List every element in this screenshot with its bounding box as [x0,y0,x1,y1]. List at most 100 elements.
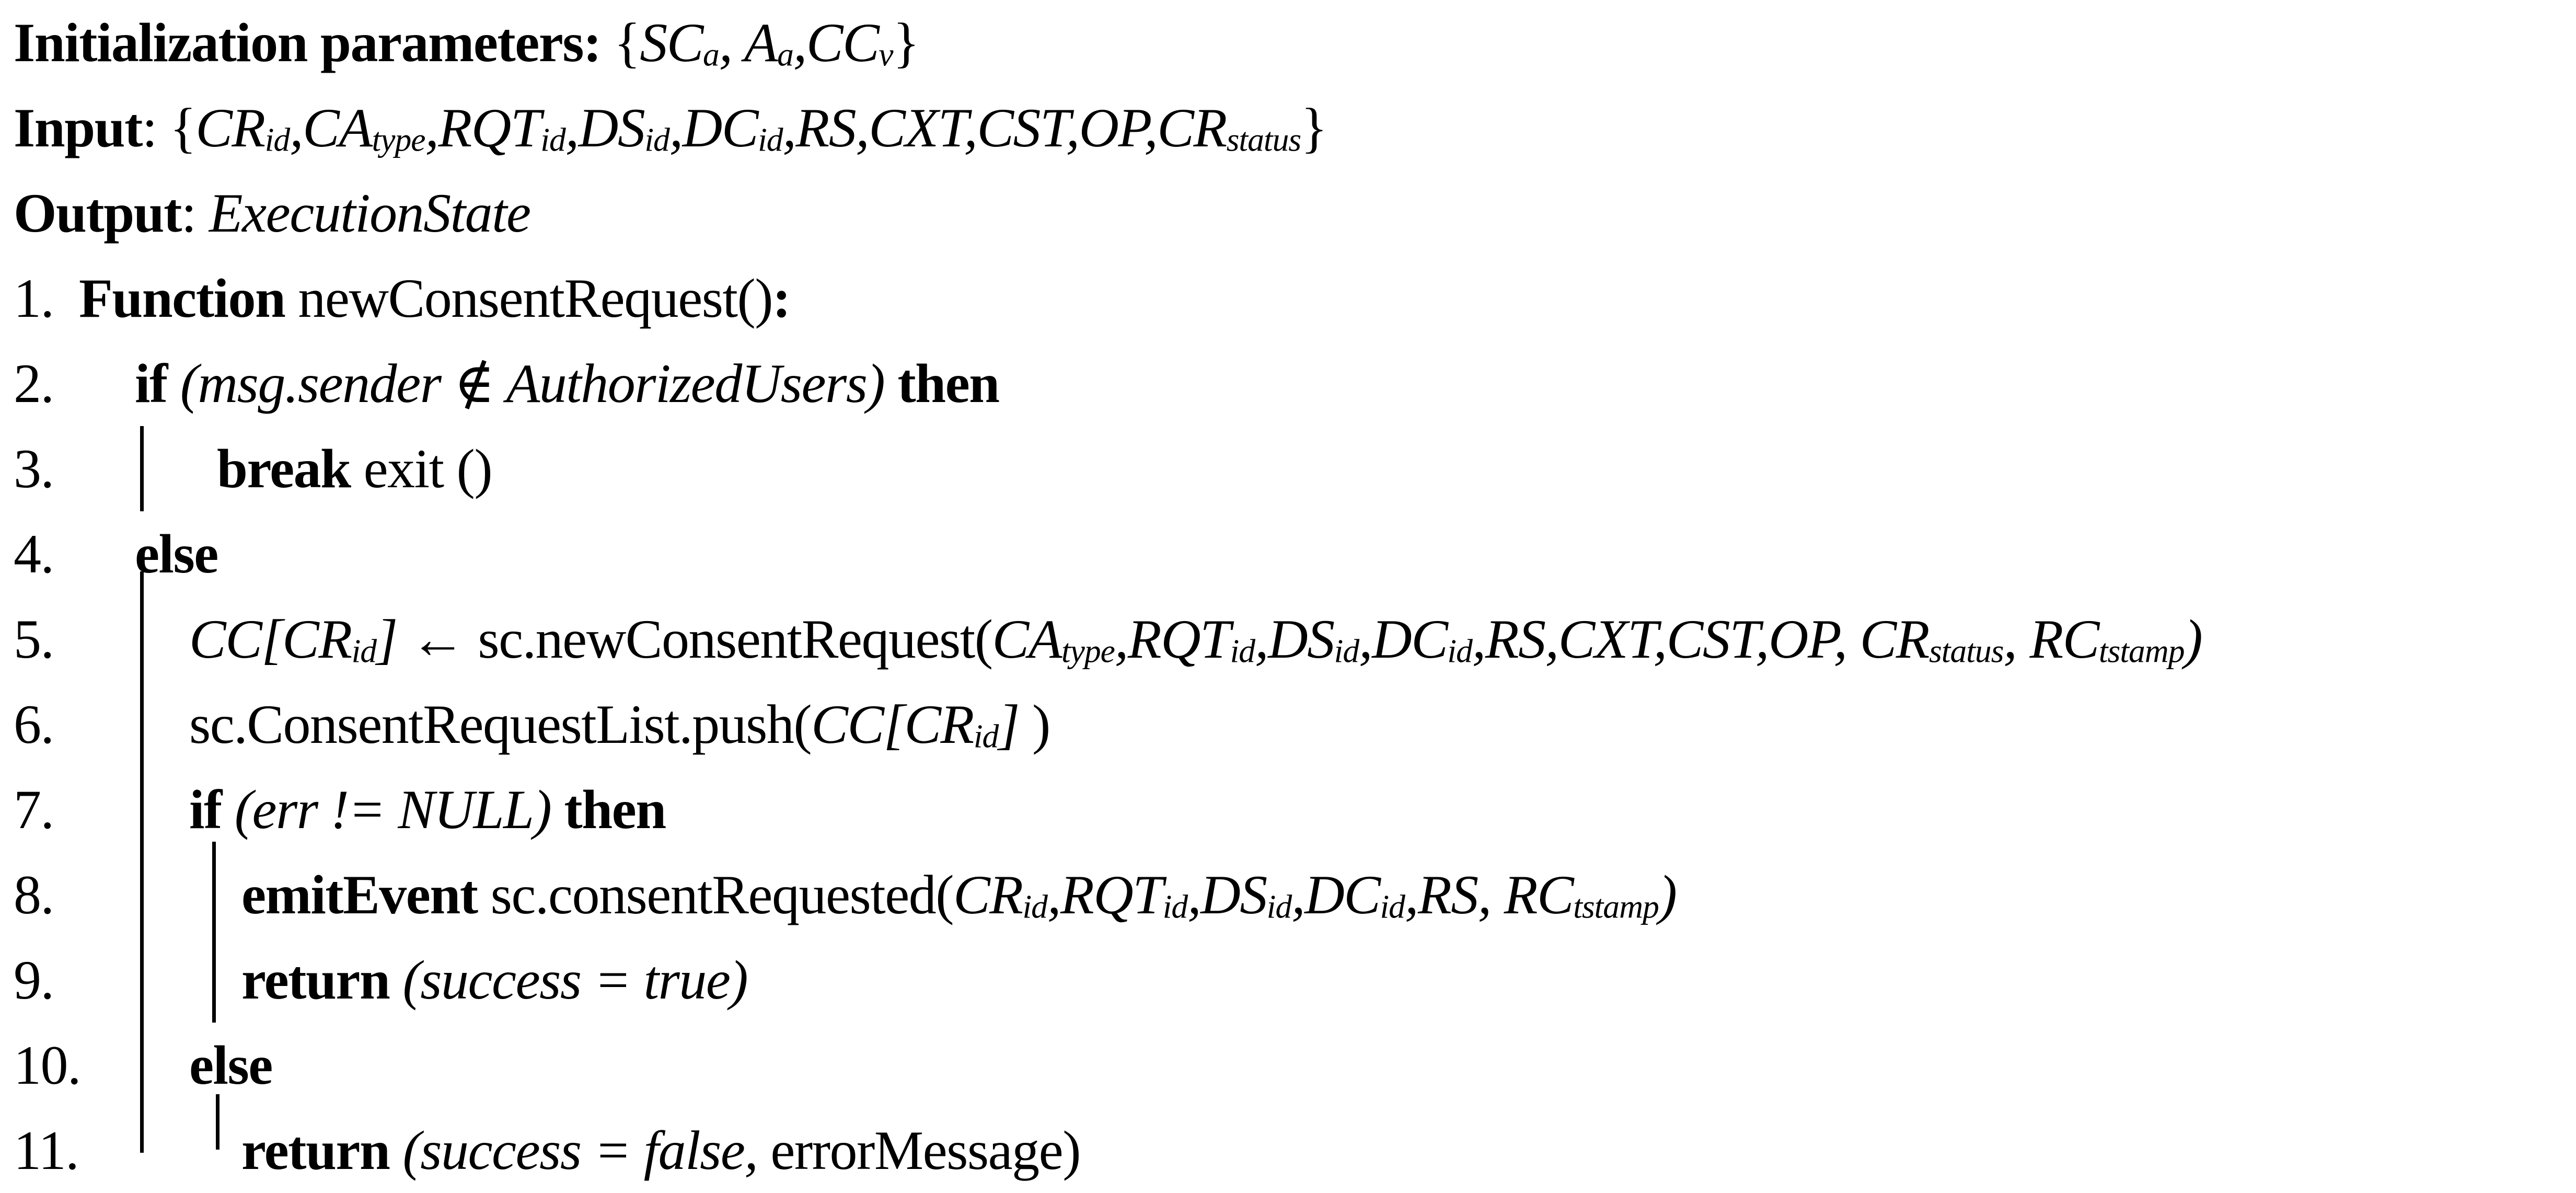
line-number: 11. [14,1120,79,1181]
code-segment: ,RS,CXT,CST,OP, CR [1472,609,1930,670]
code-segment: CC[CR [811,694,974,755]
code-segment: } [893,12,920,73]
code-segment: ] [376,609,398,670]
code-segment: id [540,121,565,158]
code-line: 4. else [0,511,2576,596]
code-segment: ) [2184,609,2203,670]
code-segment: Input [14,97,143,158]
code-text: if (msg.sender ∉ AuthorizedUsers) then [135,341,1000,426]
code-segment: ) [1019,694,1050,755]
indent-guide-bar [140,1023,144,1108]
code-segment: type [1061,632,1115,670]
code-segment: else [135,523,218,584]
line-number: 1. [14,268,54,329]
code-segment: : { [142,97,197,158]
code-segment: Initialization parameters: [14,12,614,73]
code-segment: { [614,12,641,73]
line-number: 6. [14,694,54,755]
code-segment: id [351,632,377,670]
code-segment: sc.ConsentRequestList.push( [189,694,812,755]
code-segment: ← sc.newConsentRequest( [397,609,993,670]
indent-guide-bar [140,852,144,937]
code-segment: return [241,1120,390,1181]
code-text: return (success = false, errorMessage) [241,1108,1081,1193]
code-segment: emitEvent [241,864,478,925]
code-line: Output: ExecutionState [0,170,2576,256]
code-segment: status [1929,632,2004,670]
code-segment: if [135,353,168,414]
code-text: else [135,511,218,596]
code-segment: a [702,36,720,73]
indent-guide-bar [140,571,144,682]
line-number: 5. [14,609,54,670]
code-text: sc.ConsentRequestList.push(CC[CRid] ) [189,682,1050,778]
code-segment: id [1334,632,1359,670]
code-segment: if [189,779,222,840]
code-segment: ,DS [565,97,645,158]
code-segment: id [1162,888,1188,925]
code-segment: (err != NULL) [221,779,564,840]
indent-guide-bar [212,842,216,937]
code-segment: id [1266,888,1292,925]
code-segment: errorMessage) [757,1120,1081,1181]
code-segment: id [264,121,290,158]
code-text: Output: ExecutionState [14,170,531,256]
indent-guide-bar [140,767,144,852]
code-segment: id [973,717,999,755]
indent-guide-bar [140,1108,144,1153]
line-number: 10. [14,1035,82,1096]
code-segment: ExecutionState [209,182,531,244]
code-segment: a [777,36,794,73]
indent-guide-bar [140,937,144,1023]
code-segment: SC [640,12,703,73]
code-segment: id [644,121,669,158]
code-segment: AuthorizedUsers) [494,353,898,414]
code-segment: id [1380,888,1405,925]
line-number: 7. [14,779,54,840]
code-segment: then [897,353,1000,414]
code-segment: id [1230,632,1255,670]
code-segment: type [372,121,426,158]
code-line: 5.CC[CRid] ← sc.newConsentRequest(CAtype… [0,571,2576,682]
code-segment: break [217,438,351,499]
code-segment: CR [195,97,265,158]
code-segment: sc.consentRequested( [477,864,954,925]
code-segment: newConsentRequest() [285,268,773,329]
code-text: Input: {CRid,CAtype,RQTid,DSid,DCid,RS,C… [14,85,1327,182]
code-segment: v [879,36,893,73]
code-segment: Output [14,182,182,244]
code-segment: ,RQT [425,97,541,158]
code-segment: : [772,268,791,329]
code-line: 9. return (success = true) [0,937,2576,1023]
code-segment: id [758,121,783,158]
code-segment: ) [1658,864,1677,925]
line-number: 4. [14,523,54,584]
code-segment: ,DC [669,97,759,158]
code-segment: ] [998,694,1020,755]
code-text: CC[CRid] ← sc.newConsentRequest(CAtype,R… [189,596,2203,693]
line-number: 3. [14,438,54,499]
code-line: Input: {CRid,CAtype,RQTid,DSid,DCid,RS,C… [0,85,2576,170]
line-number: 9. [14,949,54,1011]
code-segment: id [1447,632,1472,670]
code-segment: (success = false, [389,1120,758,1181]
code-text: return (success = true) [241,937,748,1023]
code-segment: Function [79,268,286,329]
code-segment: exit () [350,438,493,499]
code-segment: ,CA [290,97,373,158]
code-segment: ,RQT [1047,864,1163,925]
code-segment: return [241,949,390,1011]
code-text: Initialization parameters: {SCa, Aa,CCv} [14,0,919,97]
code-segment: (success = true) [389,949,748,1011]
code-line: 6. sc.ConsentRequestList.push(CC[CRid] ) [0,682,2576,767]
code-segment: ,DS [1187,864,1267,925]
code-segment: ,RQT [1114,609,1231,670]
code-segment: tstamp [2098,632,2185,670]
code-segment: else [189,1035,273,1096]
code-line: Initialization parameters: {SCa, Aa,CCv} [0,0,2576,85]
code-segment: CA [992,609,1062,670]
code-segment: , RC [2003,609,2099,670]
indent-guide-bar [216,1094,220,1150]
code-segment: then [564,779,666,840]
